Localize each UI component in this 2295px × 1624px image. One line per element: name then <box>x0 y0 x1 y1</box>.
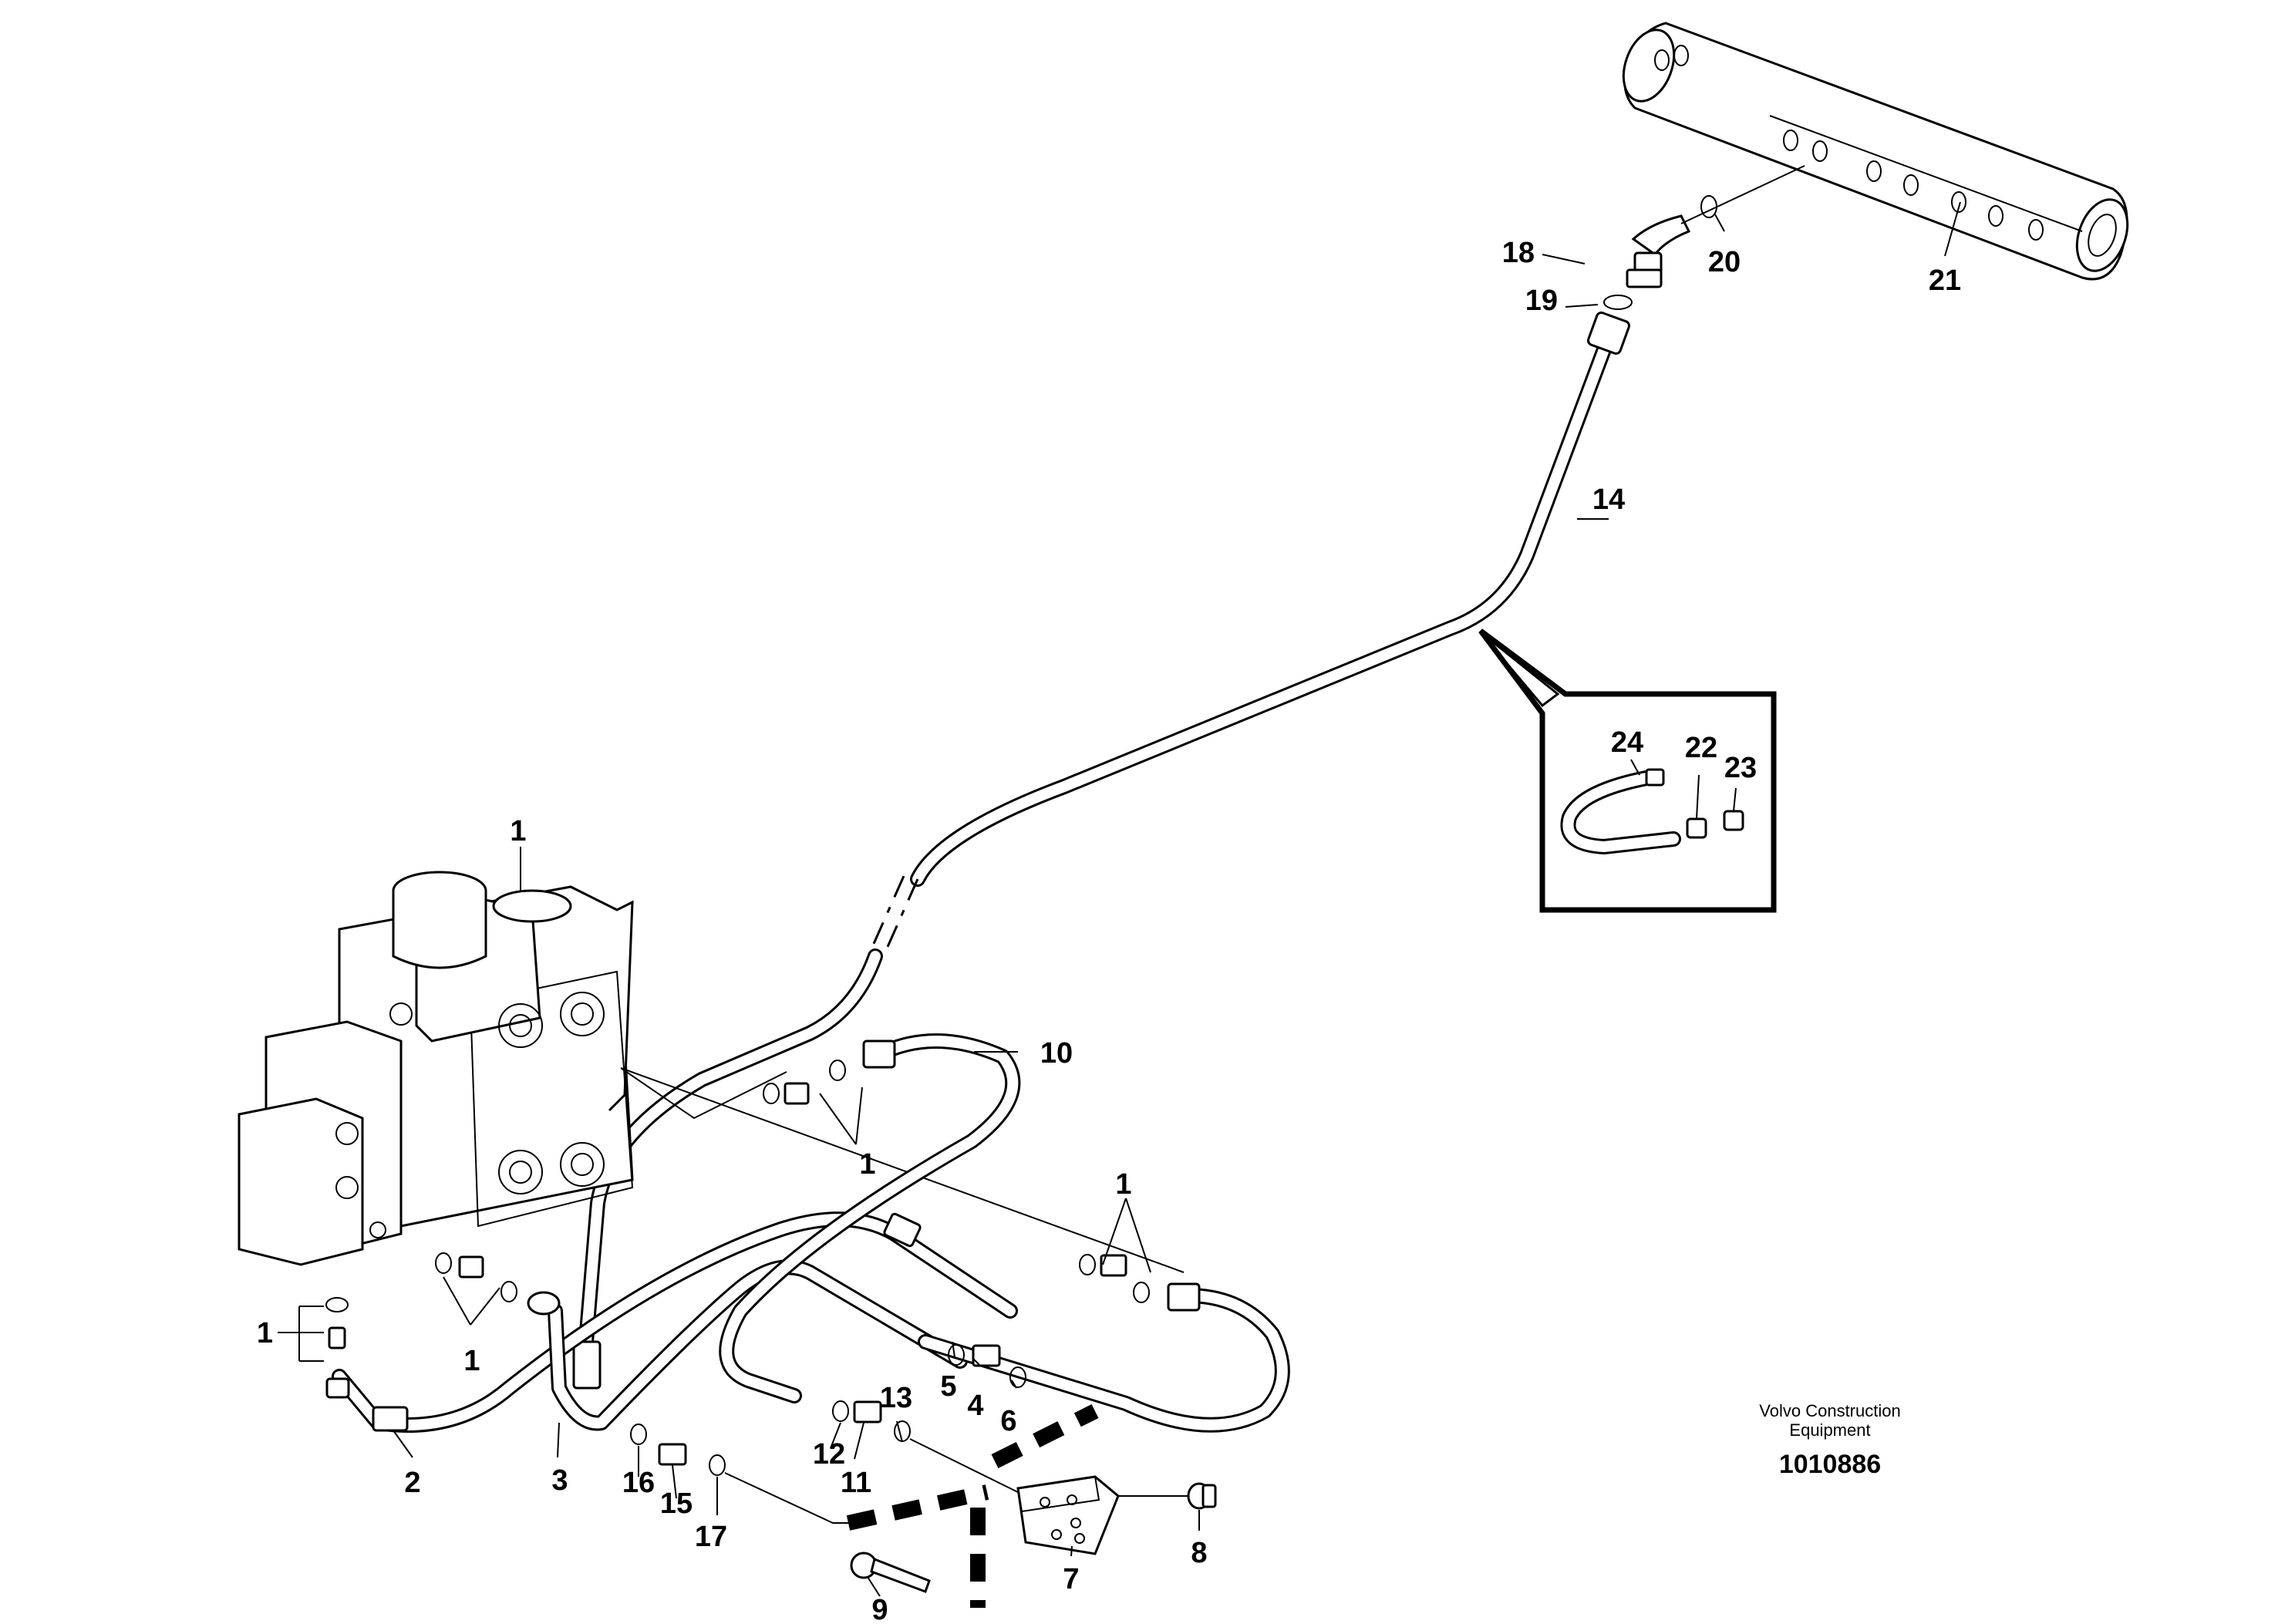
manifold-block-7 <box>1016 1475 1191 1555</box>
label-part-1-right-fittings: 1 <box>1115 1168 1131 1201</box>
label-part-23: 23 <box>1724 752 1757 784</box>
label-part-4: 4 <box>967 1390 983 1422</box>
label-part-16: 16 <box>622 1467 655 1499</box>
label-part-20: 20 <box>1708 246 1741 278</box>
label-part-11: 11 <box>841 1467 871 1499</box>
dashed-leaders <box>846 1404 1099 1608</box>
label-part-22: 22 <box>1685 732 1717 764</box>
label-part-10: 10 <box>1040 1037 1073 1070</box>
fittings-group-top <box>763 1060 846 1105</box>
fittings-group-left <box>325 1252 517 1399</box>
label-part-12: 12 <box>813 1438 845 1471</box>
label-part-18: 18 <box>1502 237 1535 269</box>
label-part-3: 3 <box>551 1464 568 1497</box>
brand-line-2: Equipment <box>1789 1420 1870 1440</box>
clip-23 <box>1723 810 1744 831</box>
o-ring-20 <box>1700 195 1717 218</box>
label-part-6: 6 <box>1000 1405 1016 1437</box>
distribution-pipe <box>1622 22 2129 281</box>
label-part-15: 15 <box>660 1488 693 1520</box>
hose-14 <box>572 311 1631 1390</box>
screw-9 <box>850 1552 931 1593</box>
label-part-8: 8 <box>1191 1537 1207 1569</box>
label-part-9: 9 <box>871 1594 888 1624</box>
label-part-21: 21 <box>1929 264 1961 297</box>
label-part-17: 17 <box>695 1521 727 1553</box>
hose-10 <box>719 1033 1290 1433</box>
label-part-24: 24 <box>1611 726 1643 759</box>
plug-8 <box>1187 1482 1217 1510</box>
label-part-14: 14 <box>1592 483 1625 516</box>
label-part-19: 19 <box>1525 285 1558 317</box>
label-part-1-left-fittings: 1 <box>463 1345 480 1377</box>
label-part-2: 2 <box>404 1467 420 1499</box>
o-ring-19 <box>1603 295 1633 310</box>
label-part-7: 7 <box>1063 1563 1079 1595</box>
drawing-number: 1010886 <box>1779 1450 1881 1479</box>
label-part-1-top-fittings: 1 <box>859 1148 875 1181</box>
brand-line-1: Volvo Construction <box>1759 1401 1900 1420</box>
elbow-fitting-18 <box>1626 165 1805 288</box>
leader-lines <box>278 201 1961 1597</box>
label-part-1-valve: 1 <box>510 815 526 847</box>
clip-22 <box>1686 817 1707 839</box>
fittings-group-right <box>1079 1254 1150 1303</box>
label-part-13: 13 <box>880 1382 912 1414</box>
label-part-1-side-fittings: 1 <box>257 1317 273 1349</box>
label-part-5: 5 <box>940 1370 956 1403</box>
valve-block <box>238 871 1185 1273</box>
